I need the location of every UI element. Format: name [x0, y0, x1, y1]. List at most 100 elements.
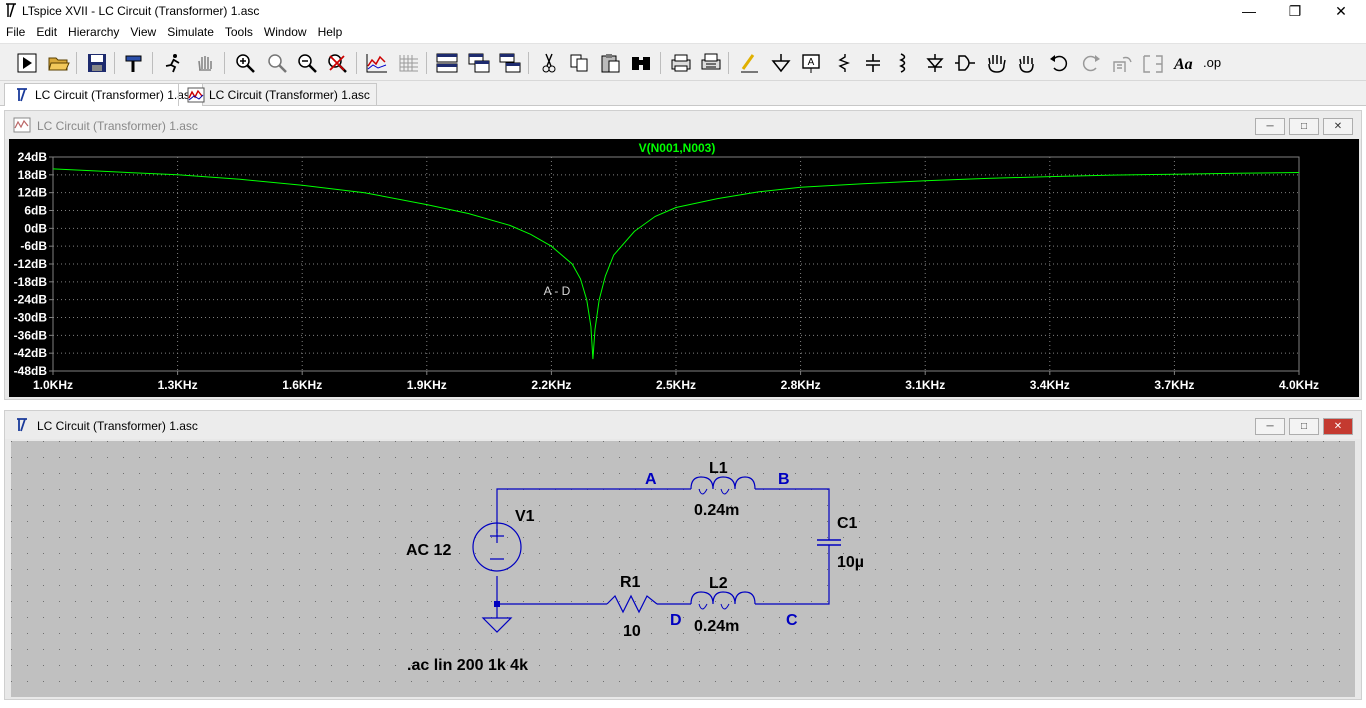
label-net-button[interactable]: A	[798, 50, 824, 76]
net-label-c[interactable]: C	[786, 612, 798, 629]
schematic-canvas[interactable]: V1 AC 12 L1 0.24m C1 10µ R1 10 L2 0.24m …	[11, 441, 1355, 697]
mirror-button[interactable]	[1140, 50, 1166, 76]
menu-edit[interactable]: Edit	[36, 25, 58, 39]
grid-button[interactable]	[396, 50, 422, 76]
l2-name[interactable]: L2	[709, 575, 728, 592]
rotate-button[interactable]	[1110, 50, 1136, 76]
find-button[interactable]	[628, 50, 654, 76]
r1-value[interactable]: 10	[623, 623, 641, 640]
y-tick-label: 12dB	[18, 186, 48, 200]
trace-line	[52, 168, 1300, 360]
run-button[interactable]	[14, 50, 40, 76]
paste-button[interactable]	[597, 50, 623, 76]
menu-window[interactable]: Window	[263, 25, 307, 39]
net-label-b[interactable]: B	[778, 471, 790, 488]
schematic-maximize-button[interactable]: □	[1289, 418, 1319, 435]
l2-value[interactable]: 0.24m	[694, 618, 739, 635]
save-button[interactable]	[84, 50, 110, 76]
schematic-minimize-button[interactable]: ─	[1255, 418, 1285, 435]
print-icon	[671, 54, 691, 72]
r1-name[interactable]: R1	[620, 574, 641, 591]
halt-button[interactable]	[160, 50, 186, 76]
v1-value[interactable]: AC 12	[406, 542, 451, 559]
x-tick-label: 3.7KHz	[1154, 378, 1194, 392]
y-tick-label: -48dB	[14, 364, 48, 378]
x-tick-label: 1.9KHz	[407, 378, 447, 392]
component-button[interactable]	[952, 50, 978, 76]
tile-vertical-button[interactable]	[497, 50, 523, 76]
move-button[interactable]	[984, 50, 1010, 76]
drag-hand-icon	[1019, 56, 1034, 73]
minimize-icon: ─	[1266, 421, 1274, 432]
svg-text:.op: .op	[1203, 55, 1221, 70]
tab-schematic[interactable]: LC Circuit (Transformer) 1.asc	[4, 83, 203, 106]
menu-file[interactable]: File	[6, 25, 26, 39]
schematic-close-button[interactable]: ✕	[1323, 418, 1353, 435]
v1-name[interactable]: V1	[515, 508, 535, 525]
spice-directive-button[interactable]: .op	[1202, 50, 1228, 76]
copy-icon	[570, 54, 588, 72]
cut-button[interactable]	[536, 50, 562, 76]
y-tick-label: -30dB	[14, 311, 48, 325]
drag-button[interactable]	[1014, 50, 1040, 76]
voltage-source-v1[interactable]	[472, 522, 522, 572]
spice-directive[interactable]: .ac lin 200 1k 4k	[407, 657, 528, 674]
resistor-r1[interactable]	[606, 594, 658, 614]
maximize-icon: □	[1300, 121, 1308, 132]
close-button[interactable]: ✕	[1318, 0, 1364, 23]
document-tab-bar: LC Circuit (Transformer) 1.asc LC Circui…	[0, 81, 1366, 106]
trace-label[interactable]: V(N001,N003)	[639, 141, 716, 155]
autorange-button[interactable]	[364, 50, 390, 76]
restore-button[interactable]: ❐	[1272, 0, 1318, 23]
cascade-button[interactable]	[466, 50, 492, 76]
control-panel-button[interactable]	[122, 50, 148, 76]
draw-wire-button[interactable]	[736, 50, 762, 76]
inductor-button[interactable]	[890, 50, 916, 76]
tab-waveform[interactable]: LC Circuit (Transformer) 1.asc	[178, 83, 377, 106]
menu-view[interactable]: View	[130, 25, 157, 39]
c1-value[interactable]: 10µ	[837, 554, 864, 571]
l1-value[interactable]: 0.24m	[694, 502, 739, 519]
zoom-out-button[interactable]	[294, 50, 320, 76]
net-label-a[interactable]: A	[645, 471, 657, 488]
copy-button[interactable]	[566, 50, 592, 76]
ground-symbol[interactable]	[481, 601, 513, 633]
plot-maximize-button[interactable]: □	[1289, 118, 1319, 135]
print-button[interactable]	[668, 50, 694, 76]
plot-minimize-button[interactable]: ─	[1255, 118, 1285, 135]
menu-hierarchy[interactable]: Hierarchy	[68, 25, 120, 39]
zoom-fit-button[interactable]	[264, 50, 290, 76]
zoom-cancel-button[interactable]	[324, 50, 350, 76]
y-tick-label: -36dB	[14, 328, 48, 342]
text-icon: Aa	[1173, 56, 1193, 73]
pan-button[interactable]	[192, 50, 218, 76]
y-tick-label: -12dB	[14, 257, 48, 271]
menu-help[interactable]: Help	[317, 25, 343, 39]
minimize-button[interactable]: —	[1226, 0, 1272, 23]
resistor-button[interactable]	[830, 50, 856, 76]
capacitor-c1[interactable]	[817, 539, 841, 546]
redo-button[interactable]	[1078, 50, 1104, 76]
plot-close-button[interactable]: ✕	[1323, 118, 1353, 135]
zoom-in-button[interactable]	[232, 50, 258, 76]
print-preview-button[interactable]	[698, 50, 724, 76]
autorange-icon	[366, 54, 387, 73]
maximize-icon: □	[1300, 421, 1308, 432]
undo-button[interactable]	[1046, 50, 1072, 76]
open-button[interactable]	[46, 50, 72, 76]
y-tick-label: -42dB	[14, 346, 48, 360]
menu-simulate[interactable]: Simulate	[167, 25, 214, 39]
tile-horizontal-button[interactable]	[434, 50, 460, 76]
c1-name[interactable]: C1	[837, 515, 858, 532]
x-tick-label: 1.0KHz	[33, 378, 73, 392]
l1-name[interactable]: L1	[709, 460, 728, 477]
diode-button[interactable]	[922, 50, 948, 76]
text-button[interactable]: Aa	[1172, 50, 1198, 76]
net-label-d[interactable]: D	[670, 612, 682, 629]
menu-tools[interactable]: Tools	[224, 25, 253, 39]
ground-button[interactable]	[768, 50, 794, 76]
capacitor-button[interactable]	[860, 50, 886, 76]
inductor-l1[interactable]	[690, 476, 756, 495]
inductor-l2[interactable]	[690, 591, 756, 610]
